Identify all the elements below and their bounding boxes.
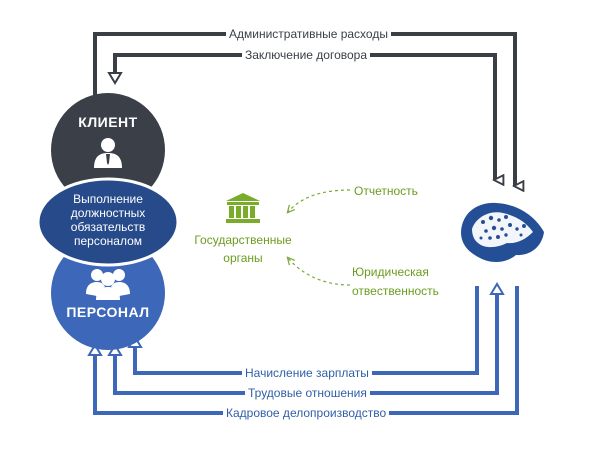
duties-line: обязательств — [70, 220, 146, 234]
government-label: Государственные органы — [186, 231, 300, 267]
admin-expenses-label: Административные расходы — [226, 27, 391, 41]
reporting-label: Отчетность — [354, 184, 418, 198]
bank-building-icon — [226, 193, 260, 223]
person-tie-icon — [94, 138, 122, 168]
leopard-logo-icon — [461, 192, 549, 280]
government-line: органы — [223, 251, 263, 265]
duties-text: Выполнение должностных обязательств перс… — [48, 192, 168, 248]
hr-records-label: Кадровое делопроизводство — [223, 406, 390, 420]
payroll-label: Начисление зарплаты — [242, 366, 372, 380]
labour-relations-label: Трудовые отношения — [245, 386, 370, 400]
client-title: КЛИЕНТ — [78, 114, 138, 130]
contract-line — [113, 53, 495, 180]
staff-title: ПЕРСОНАЛ — [66, 304, 150, 320]
duties-line: Выполнение — [73, 192, 143, 206]
reporting-line — [288, 189, 351, 212]
duties-line: должностных — [70, 206, 146, 220]
duties-ellipse — [36, 177, 180, 267]
gov-flow-lines — [288, 189, 351, 286]
liability-line — [288, 258, 351, 286]
contract-label: Заключение договора — [242, 48, 371, 62]
liability-label: Юридическая отвественность — [352, 263, 439, 301]
government-line: Государственные — [194, 233, 292, 247]
duties-line: персоналом — [73, 234, 142, 248]
client-arrow-head — [107, 72, 123, 85]
liability-line: отвественность — [352, 284, 439, 298]
liability-line: Юридическая — [352, 265, 429, 279]
people-group-icon — [86, 269, 130, 300]
staff-arrow-heads — [87, 282, 505, 356]
